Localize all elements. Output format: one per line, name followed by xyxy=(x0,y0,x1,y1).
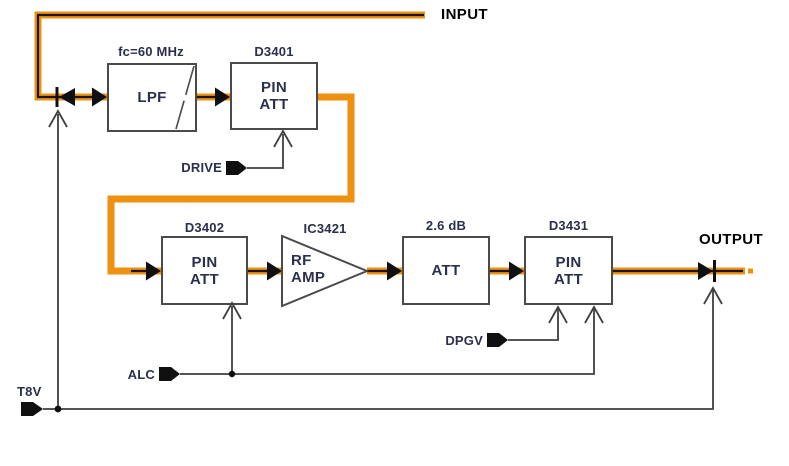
output-diode-icon xyxy=(698,260,716,282)
pin-att-input-line2: ATT xyxy=(259,96,289,113)
lpf-block: LPF xyxy=(107,63,197,132)
rf-amp-symbol xyxy=(281,234,370,308)
pin-att-input-line1: PIN xyxy=(261,79,287,96)
t8v-connector-icon xyxy=(21,402,43,416)
arrow-into-rfamp-icon xyxy=(267,261,282,281)
alc-junction-dot xyxy=(228,370,236,378)
arrow-into-d3401-icon xyxy=(215,87,230,107)
alc-arrow-d3402-icon xyxy=(222,301,242,320)
input-label: INPUT xyxy=(441,6,488,23)
lpf-block-label: LPF xyxy=(137,89,167,106)
lpf-ref-label: fc=60 MHz xyxy=(118,44,184,59)
control-arrowheads xyxy=(48,109,723,324)
control-lines xyxy=(43,114,714,410)
pin-att-output-line1: PIN xyxy=(555,253,582,271)
bias-arrow-output-diode-icon xyxy=(703,286,723,305)
alc-line xyxy=(180,309,595,375)
drive-label: DRIVE xyxy=(181,160,222,175)
t8v-line xyxy=(43,290,714,410)
pin-att-mid-line2: ATT xyxy=(190,270,219,288)
bias-arrow-input-diode-icon xyxy=(48,109,68,128)
connector-flags xyxy=(21,161,508,416)
pin-att-output-block: PIN ATT xyxy=(524,236,613,305)
dpgv-arrow-d3431-icon xyxy=(548,305,568,324)
alc-arrow-d3431-icon xyxy=(584,305,604,324)
d3401-ref-label: D3401 xyxy=(254,44,294,59)
alc-label: ALC xyxy=(127,367,155,382)
fixed-att-label: ATT xyxy=(431,262,461,279)
input-diode-icon xyxy=(55,87,75,107)
t8v-label: T8V xyxy=(17,384,42,399)
att-value-label: 2.6 dB xyxy=(425,218,467,233)
pin-att-mid-block: PIN ATT xyxy=(161,236,248,305)
arrow-into-att-icon xyxy=(387,261,402,281)
rf-amp-line2: AMP xyxy=(291,269,326,286)
rf-amp-line1: RF xyxy=(291,252,312,269)
dpgv-connector-icon xyxy=(487,333,508,347)
rf-amp-text: RF AMP xyxy=(291,252,325,286)
pin-att-output-line2: ATT xyxy=(554,270,583,288)
lpf-slope-icon xyxy=(175,65,195,130)
pin-att-mid-line1: PIN xyxy=(191,253,218,271)
signal-arrowheads xyxy=(92,87,524,281)
t8v-junction-dot xyxy=(54,405,62,413)
arrow-into-d3431-icon xyxy=(509,261,524,281)
drive-line xyxy=(247,134,284,169)
d3402-ref-label: D3402 xyxy=(184,220,225,235)
arrow-into-lpf-icon xyxy=(92,87,107,107)
pin-att-input-block: PIN ATT xyxy=(230,62,318,130)
fixed-att-block: ATT xyxy=(402,236,490,305)
drive-arrow-icon xyxy=(273,129,293,148)
alc-connector-icon xyxy=(159,367,180,381)
d3431-ref-label: D3431 xyxy=(548,218,589,233)
ic3421-ref-label: IC3421 xyxy=(303,221,347,236)
arrow-into-d3402-icon xyxy=(146,261,161,281)
dpgv-label: DPGV xyxy=(445,333,483,348)
dpgv-line xyxy=(508,309,559,341)
drive-connector-icon xyxy=(226,161,247,175)
output-label: OUTPUT xyxy=(699,231,764,248)
